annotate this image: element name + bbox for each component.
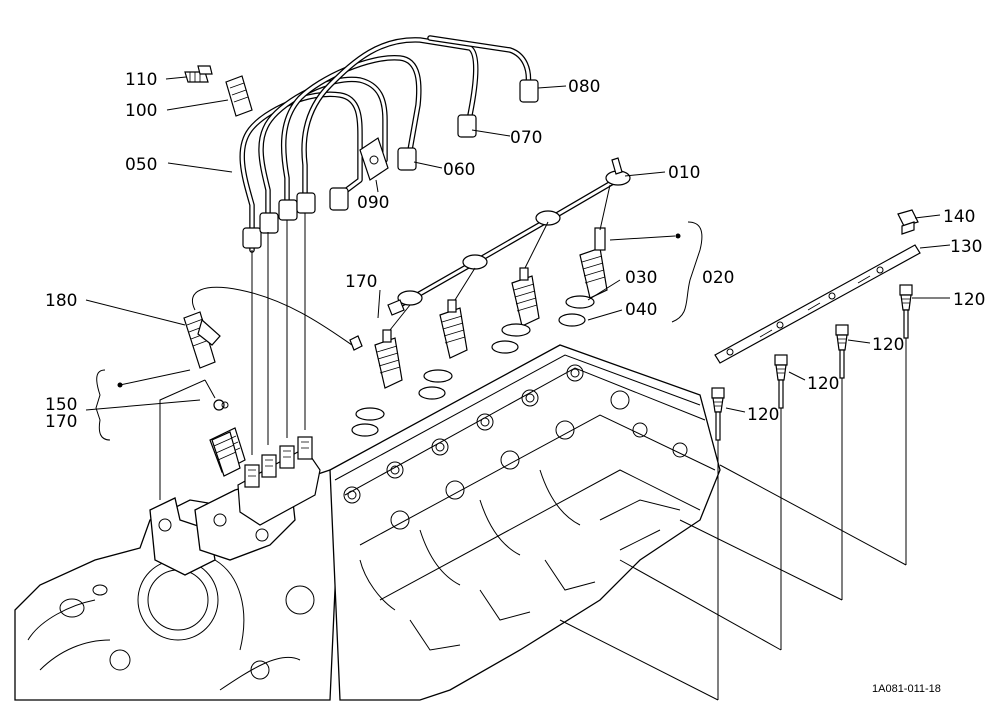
pipe-clamps (184, 65, 389, 181)
glow-plug-1 (711, 387, 725, 700)
callout-110: 110 (125, 70, 157, 90)
callout-100: 100 (125, 101, 157, 121)
injector-2 (418, 299, 468, 400)
callout-120-d: 120 (747, 405, 779, 425)
glow-plug-lead (714, 244, 921, 364)
callout-120-c: 120 (807, 374, 839, 394)
callout-170-top: 170 (345, 272, 377, 292)
injector-nozzles (351, 184, 611, 437)
callout-130: 130 (950, 237, 982, 257)
callout-070: 070 (510, 128, 542, 148)
injection-pipes (239, 35, 539, 455)
callout-020: 020 (702, 268, 734, 288)
callout-030: 030 (625, 268, 657, 288)
callout-090: 090 (357, 193, 389, 213)
leak-off-pipe (387, 157, 631, 316)
head-bolt-bosses (343, 364, 688, 530)
callout-140: 140 (943, 207, 975, 227)
callout-080: 080 (568, 77, 600, 97)
drawing-reference-code: 1A081-011-18 (872, 683, 941, 695)
callout-040: 040 (625, 300, 657, 320)
solenoid-assembly (159, 286, 363, 500)
callout-150: 150 (45, 395, 77, 415)
callout-120-a: 120 (953, 290, 985, 310)
callout-120-b: 120 (872, 335, 904, 355)
injector-3 (491, 267, 540, 354)
injector-4 (558, 227, 608, 327)
glow-plugs (559, 284, 913, 701)
glow-plug-4 (899, 284, 913, 565)
glow-plug-3 (835, 324, 849, 600)
leader-lines (85, 76, 951, 441)
callout-170-bottom: 170 (45, 412, 77, 432)
callout-060: 060 (443, 160, 475, 180)
glow-plug-2 (774, 354, 788, 650)
callout-labels: 110 100 050 080 070 060 090 010 170 180 … (45, 70, 985, 432)
callout-050: 050 (125, 155, 157, 175)
callout-010: 010 (668, 163, 700, 183)
injector-1 (351, 329, 403, 437)
callout-180: 180 (45, 291, 77, 311)
engine-block (14, 344, 721, 701)
glow-plug-nut (897, 209, 919, 235)
